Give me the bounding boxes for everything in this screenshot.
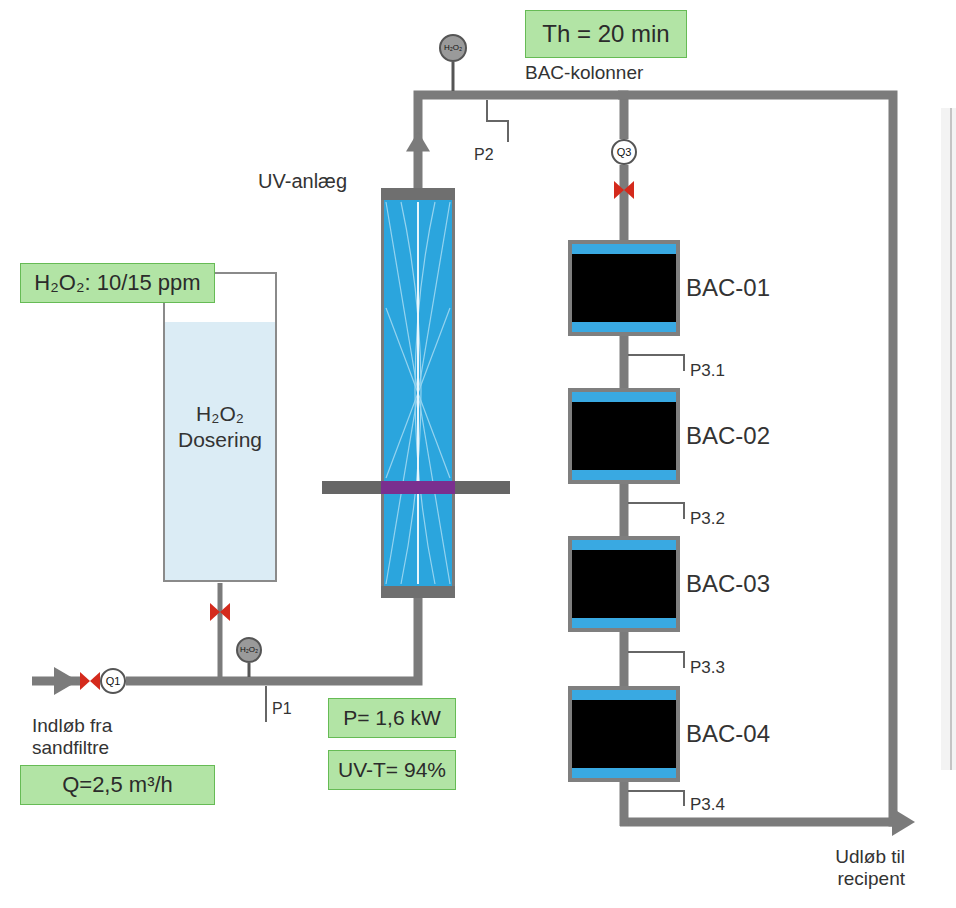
- uv-reactor: [381, 188, 455, 598]
- lamp-bar-center: [381, 481, 455, 494]
- bac-media-band: [572, 244, 676, 254]
- sensor-label: Q3: [617, 147, 632, 158]
- bac-column: [568, 536, 680, 632]
- annotation-label: P3.2: [690, 509, 725, 529]
- column-name: BAC-03: [686, 570, 770, 598]
- flow-arrowhead: [406, 132, 430, 152]
- parameter-box: P= 1,6 kW: [328, 698, 456, 738]
- column-name: BAC-02: [686, 422, 770, 450]
- bac-node: BAC-01: [568, 240, 770, 336]
- sensor-stem: [452, 62, 455, 91]
- pipe-connector: [418, 95, 624, 188]
- annotation-label: P3.3: [690, 658, 725, 678]
- annotation-label: P3.4: [690, 795, 725, 815]
- bac-media-band: [572, 618, 676, 628]
- photo-edge: [941, 108, 956, 770]
- bac-column: [568, 686, 680, 782]
- dosing-tank: H₂O₂ Dosering: [163, 272, 277, 582]
- parameter-text: Q=2,5 m³/h: [62, 772, 173, 797]
- bac-node: BAC-04: [568, 686, 770, 782]
- column-name: BAC-04: [686, 720, 770, 748]
- outlet-arrowhead: [892, 808, 915, 836]
- sample-tap: [628, 791, 684, 806]
- tank-label: H₂O₂ Dosering: [170, 401, 270, 454]
- inlet-arrowhead: [54, 667, 78, 695]
- valve-symbol: [614, 181, 624, 199]
- bac-media-band: [572, 540, 676, 550]
- sample-tap: [628, 355, 684, 371]
- reactor-name: UV-anlæg: [258, 170, 347, 193]
- bac-outlet-pipe: [620, 782, 629, 826]
- parameter-box: H₂O₂: 10/15 ppm: [20, 263, 215, 303]
- parameter-text: H₂O₂: 10/15 ppm: [34, 270, 200, 295]
- sample-tap: [487, 100, 508, 142]
- bac-media-band: [572, 392, 676, 402]
- pipe-connector: [620, 165, 629, 240]
- sample-tap: [265, 686, 267, 722]
- valve-symbol: [624, 181, 634, 199]
- photo-edge: [950, 108, 952, 770]
- bac-column: [568, 388, 680, 484]
- annotation-label: P2: [474, 146, 494, 164]
- parameter-box: Q=2,5 m³/h: [20, 765, 215, 805]
- bac-media-band: [572, 768, 676, 778]
- valve-symbol: [210, 603, 220, 621]
- sample-tap: [628, 503, 684, 519]
- sensor-circle: H₂O₂: [236, 637, 262, 663]
- pipe-connector: [620, 632, 629, 686]
- bac-node: BAC-03: [568, 536, 770, 632]
- annotation-label: Indløb fra sandfiltre: [32, 715, 167, 759]
- bac-media-band: [572, 470, 676, 480]
- reactor-body: [383, 190, 454, 597]
- sensor-circle: H₂O₂: [439, 34, 467, 62]
- uv-light-line: [386, 202, 450, 584]
- column-name: BAC-01: [686, 274, 770, 302]
- valve-symbol: [90, 672, 100, 690]
- annotation-label: P1: [272, 700, 292, 718]
- uv-light-line: [386, 202, 450, 584]
- sensor-stem: [248, 663, 251, 677]
- sensor-label: H₂O₂: [444, 44, 462, 52]
- valve-symbol: [80, 672, 90, 690]
- pipe-connector: [620, 336, 629, 388]
- sensor-circle: Q1: [100, 668, 126, 694]
- annotation-label: Udløb til recipent: [780, 846, 905, 890]
- pipe-connector: [126, 598, 418, 681]
- bac-media-band: [572, 690, 676, 700]
- uv-light-line: [401, 202, 421, 584]
- parameter-text: Th = 20 min: [542, 20, 669, 48]
- parameter-text: P= 1,6 kW: [343, 706, 440, 730]
- sample-tap: [628, 652, 684, 668]
- parameter-text: UV-T= 94%: [338, 758, 446, 782]
- reactor-cap: [381, 586, 455, 598]
- reactor-cap: [381, 188, 455, 200]
- parameter-box: Th = 20 min: [525, 10, 687, 58]
- annotation-label: P3.1: [690, 361, 725, 381]
- uv-light-line: [415, 202, 435, 584]
- uv-reactor-figure: [381, 188, 455, 598]
- outlet-pipe: [620, 818, 895, 827]
- bac-node: BAC-02: [568, 388, 770, 484]
- uv-lamp: [417, 202, 419, 584]
- uv-reactor-node: UV-anlæg: [245, 170, 455, 598]
- valve-symbol: [220, 603, 230, 621]
- sensor-circle: Q3: [611, 139, 637, 165]
- dosing-line: [218, 583, 223, 677]
- sensor-label: Q1: [106, 676, 121, 687]
- annotation-label: BAC-kolonner: [525, 62, 643, 84]
- bac-media-band: [572, 322, 676, 332]
- parameter-box: UV-T= 94%: [328, 750, 456, 790]
- bac-column: [568, 240, 680, 336]
- lamp-bar: [322, 481, 510, 494]
- sensor-label: H₂O₂: [240, 646, 258, 654]
- pipe-connector: [620, 484, 629, 536]
